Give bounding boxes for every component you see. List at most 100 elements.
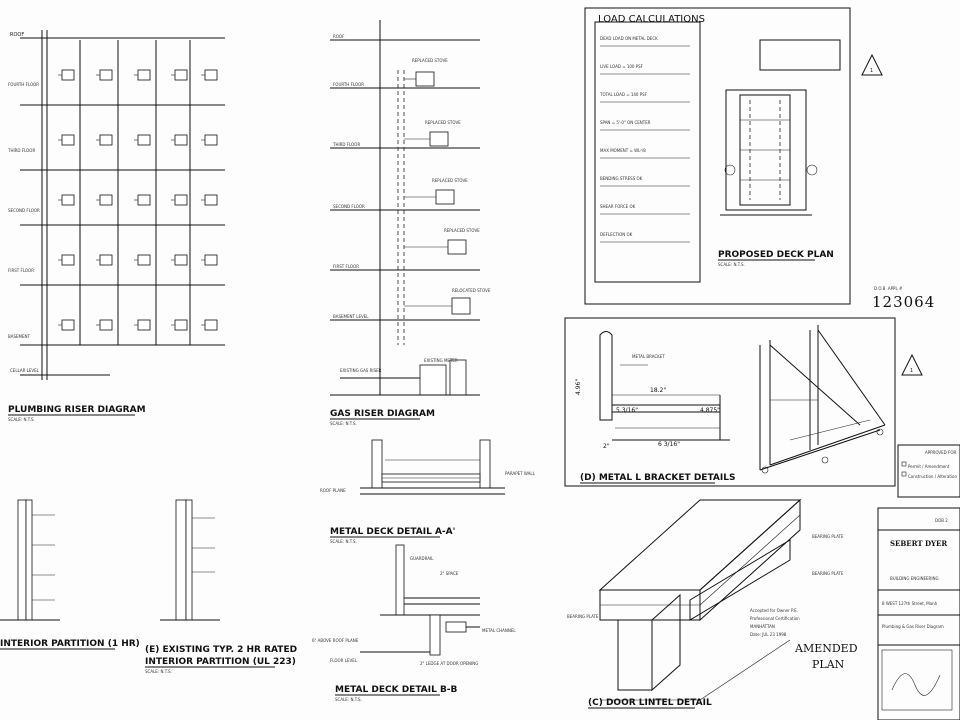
interior-partition-detail: INTERIOR PARTITION (1 HR) xyxy=(0,499,140,650)
gas-label-meter: EXISTING METER xyxy=(424,358,458,363)
svg-text:1: 1 xyxy=(870,68,873,74)
door-lintel-title: (C) DOOR LINTEL DETAIL xyxy=(588,698,712,708)
fixture-icon xyxy=(137,69,151,81)
stove-icon xyxy=(429,131,449,147)
plumbing-scale: SCALE: N.T.S. xyxy=(8,417,35,422)
existing-partition-title-1: (E) EXISTING TYP. 2 HR RATED xyxy=(145,645,297,655)
gas-floor-fourth: FOURTH FLOOR xyxy=(333,82,364,87)
gas-label-stove-4: REPLACED STOVE xyxy=(412,58,448,63)
fixture-icon xyxy=(174,194,188,206)
existing-partition-title-2: INTERIOR PARTITION (UL 223) xyxy=(145,657,296,667)
metal-deck-detail-b: 2" SPACE METAL CHANNEL 2" LEDGE AT DOOR … xyxy=(312,544,516,702)
gas-label-stove-2: REPLACED STOVE xyxy=(432,178,468,183)
deck-b-guardrail: GUARDRAIL xyxy=(410,556,434,561)
bracket-dim-4: 4.875" xyxy=(700,407,720,414)
deck-b-scale: SCALE: N.T.S. xyxy=(335,697,362,702)
bracket-dim-2: 5 3/16" xyxy=(616,407,638,414)
deck-a-title: METAL DECK DETAIL A-A' xyxy=(330,527,455,537)
deck-a-scale: SCALE: N.T.S. xyxy=(330,539,357,544)
fixture-icon xyxy=(137,194,151,206)
proposed-deck-scale: SCALE: N.T.S. xyxy=(718,262,745,267)
floor-label-basement: BASEMENT xyxy=(8,334,31,339)
bracket-dim-1: 18.2" xyxy=(650,387,666,394)
revision-triangle-icon: 1 xyxy=(861,53,883,76)
fixture-icon xyxy=(99,134,113,146)
bracket-dim-3: 6 3/16" xyxy=(658,441,680,448)
title-block-address: 8 WEST 127th Street, Manh xyxy=(882,601,938,606)
bracket-label: METAL BRACKET xyxy=(632,354,665,359)
fixture-icon xyxy=(174,254,188,266)
amended-plan-label: PLAN xyxy=(812,658,845,671)
stove-icon xyxy=(435,189,455,205)
gas-floor-roof: ROOF xyxy=(333,34,345,39)
title-block: DOB 2 SEBERT DYER BUILDING ENGINEERING 8… xyxy=(877,507,960,720)
gas-riser-diagram: REPLACED STOVE REPLACED STOVE REPLACED S… xyxy=(330,20,491,426)
fixture-icon xyxy=(99,69,113,81)
amended-label: AMENDED xyxy=(794,642,858,655)
deck-b-ledge: 2" LEDGE AT DOOR OPENING xyxy=(420,661,478,666)
lintel-license: Professional Certification xyxy=(750,616,800,621)
deck-b-space: 2" SPACE xyxy=(440,571,459,576)
fixture-icon xyxy=(61,194,75,206)
load-calc-line: SHEAR FORCE OK xyxy=(600,204,636,209)
fixture-icon xyxy=(137,319,151,331)
bracket-dim-6: 4.96" xyxy=(575,379,582,395)
floor-label-cellar: CELLAR LEVEL xyxy=(10,368,40,373)
stove-icon xyxy=(447,239,467,255)
fixture-icon xyxy=(204,319,218,331)
load-calc-line: DEFLECTION OK xyxy=(600,232,633,237)
load-calculations-panel: LOAD CALCULATIONS DEAD LOAD ON METAL DEC… xyxy=(584,7,851,305)
gas-label-riser: EXISTING GAS RISER xyxy=(340,368,382,373)
fixture-icon xyxy=(61,319,75,331)
gas-label-stove-1: REPLACED STOVE xyxy=(444,228,480,233)
lintel-bearing-3: BEARING PLATE xyxy=(812,571,844,576)
dob-number: 123064 xyxy=(872,293,935,311)
interior-partition-title: INTERIOR PARTITION (1 HR) xyxy=(0,639,140,649)
gas-floor-third: THIRD FLOOR xyxy=(332,142,360,147)
load-calc-line: BENDING STRESS OK xyxy=(600,176,643,181)
floor-label-third: THIRD FLOOR xyxy=(7,148,35,153)
deck-a-parapet: PARAPET WALL xyxy=(505,471,536,476)
gas-label-stove-3: REPLACED STOVE xyxy=(425,120,461,125)
deck-b-floor: FLOOR LEVEL xyxy=(330,658,358,663)
deck-a-roof-plane: ROOF PLANE xyxy=(320,488,346,493)
fixture-icon xyxy=(204,134,218,146)
fixture-icon xyxy=(174,134,188,146)
deck-b-title: METAL DECK DETAIL B-B xyxy=(335,685,458,695)
fixture-icon xyxy=(137,254,151,266)
load-calc-line: LIVE LOAD = 100 PSF xyxy=(600,64,644,69)
gas-floor-second: SECOND FLOOR xyxy=(333,204,365,209)
floor-label-first: FIRST FLOOR xyxy=(8,268,34,273)
fixture-icon xyxy=(99,319,113,331)
floor-label-roof: ROOF xyxy=(10,32,24,38)
load-calc-line: MAX MOMENT = WL²/8 xyxy=(600,148,646,153)
approval-stamp: APPROVED FOR Permit / Amendment Construc… xyxy=(897,444,960,498)
stove-icon xyxy=(415,71,435,87)
title-block-firm: SEBERT DYER xyxy=(890,539,947,548)
stamp-line1: Permit / Amendment xyxy=(908,464,950,469)
door-lintel-detail: BEARING PLATE BEARING PLATE BEARING PLAT… xyxy=(567,498,844,709)
metal-deck-detail-a: PARAPET WALL ROOF PLANE METAL DECK DETAI… xyxy=(320,439,536,544)
lintel-bearing-1: BEARING PLATE xyxy=(812,534,844,539)
plumbing-riser-title: PLUMBING RISER DIAGRAM xyxy=(8,405,146,415)
title-block-subtitle: BUILDING ENGINEERING xyxy=(890,576,939,581)
lintel-approved: Accepted for Owner P.E. xyxy=(750,608,798,613)
floor-label-fourth: FOURTH FLOOR xyxy=(8,82,39,87)
fixture-icon xyxy=(204,69,218,81)
bracket-title: (D) METAL L BRACKET DETAILS xyxy=(580,473,735,483)
lintel-borough: MANHATTAN xyxy=(750,624,775,629)
stove-icon xyxy=(451,297,471,315)
fixture-icon xyxy=(204,194,218,206)
title-block-drawing: Plumbing & Gas Riser Diagram xyxy=(882,624,944,629)
load-calc-line: TOTAL LOAD = 140 PSF xyxy=(599,92,648,97)
fixture-icon xyxy=(174,319,188,331)
stamp-header: APPROVED FOR xyxy=(925,450,956,455)
stamp-line2: Construction / Alteration xyxy=(908,474,957,479)
bracket-dim-5: 2" xyxy=(603,443,610,450)
deck-b-above-roof: 6" ABOVE ROOF PLANE xyxy=(312,638,359,643)
plumbing-riser-diagram: ROOF FOURTH FLOOR THIRD FLOOR SECOND FLO… xyxy=(7,30,225,422)
metal-bracket-details: 18.2" 5 3/16" 6 3/16" 4.875" 2" 4.96" ME… xyxy=(564,317,896,487)
gas-riser-title: GAS RISER DIAGRAM xyxy=(330,409,435,419)
